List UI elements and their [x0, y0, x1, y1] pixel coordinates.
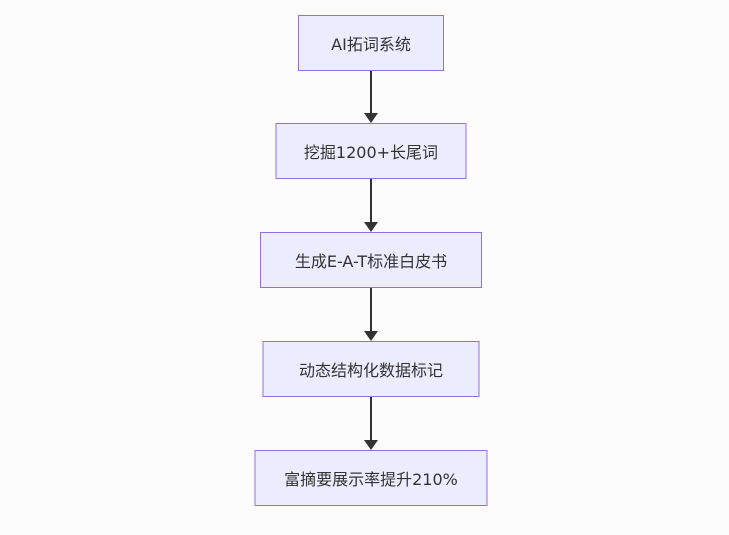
arrowhead-down-icon — [364, 331, 378, 341]
flow-edge-connector — [364, 179, 378, 232]
flow-node-label: 动态结构化数据标记 — [298, 361, 443, 380]
flow-node-ai-keyword-system: AI拓词系统 — [298, 15, 444, 71]
edge-line — [370, 179, 372, 222]
flow-edge-connector — [364, 71, 378, 123]
flow-node-structured-data-markup: 动态结构化数据标记 — [262, 341, 480, 397]
flow-node-label: 挖掘1200+长尾词 — [303, 143, 439, 162]
flow-node-eat-whitepaper: 生成E-A-T标准白皮书 — [260, 232, 482, 288]
flow-edge-connector — [364, 288, 378, 341]
arrowhead-down-icon — [364, 440, 378, 450]
flow-node-label: 富摘要展示率提升210% — [284, 470, 458, 489]
flow-node-rich-snippet-result: 富摘要展示率提升210% — [254, 450, 488, 506]
flow-edge-connector — [364, 397, 378, 450]
flow-node-longtail-keywords: 挖掘1200+长尾词 — [275, 123, 467, 179]
flow-node-label: 生成E-A-T标准白皮书 — [294, 252, 448, 271]
flow-node-label: AI拓词系统 — [331, 35, 411, 54]
edge-line — [370, 71, 372, 113]
edge-line — [370, 288, 372, 331]
arrowhead-down-icon — [364, 222, 378, 232]
edge-line — [370, 397, 372, 440]
arrowhead-down-icon — [364, 113, 378, 123]
